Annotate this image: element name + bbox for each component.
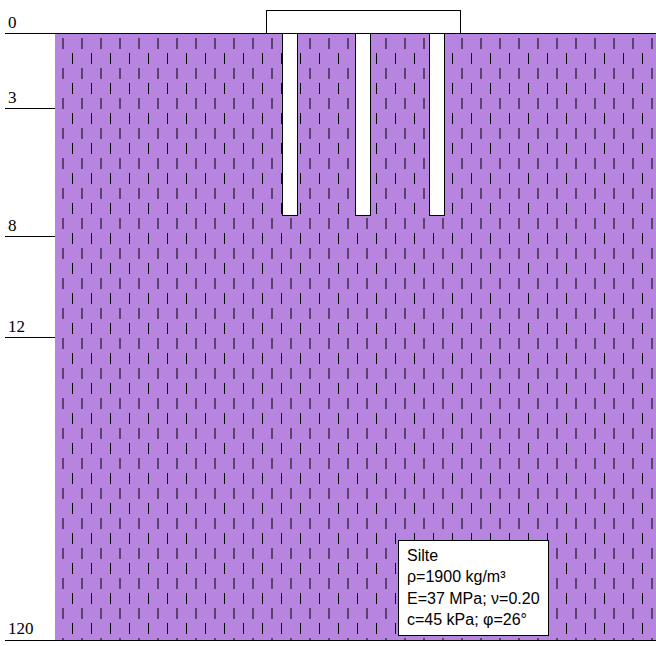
- material-property: Silte: [407, 545, 540, 567]
- depth-label: 3: [8, 89, 17, 106]
- depth-ticks: [5, 34, 656, 641]
- piles: [283, 34, 445, 216]
- silt-hatch: [55, 33, 656, 640]
- soil-layer: [55, 33, 656, 640]
- depth-label: 12: [8, 318, 25, 335]
- pile-cap: [267, 11, 461, 34]
- depth-label: 8: [8, 217, 17, 234]
- material-property: E=37 MPa; ν=0.20: [407, 588, 540, 610]
- material-property: ρ=1900 kg/m³: [407, 566, 540, 588]
- depth-label: 0: [8, 14, 17, 31]
- material-property: c=45 kPa; φ=26°: [407, 609, 540, 631]
- depth-label: 120: [8, 620, 34, 637]
- material-box: Silteρ=1900 kg/m³E=37 MPa; ν=0.20c=45 kP…: [398, 540, 549, 636]
